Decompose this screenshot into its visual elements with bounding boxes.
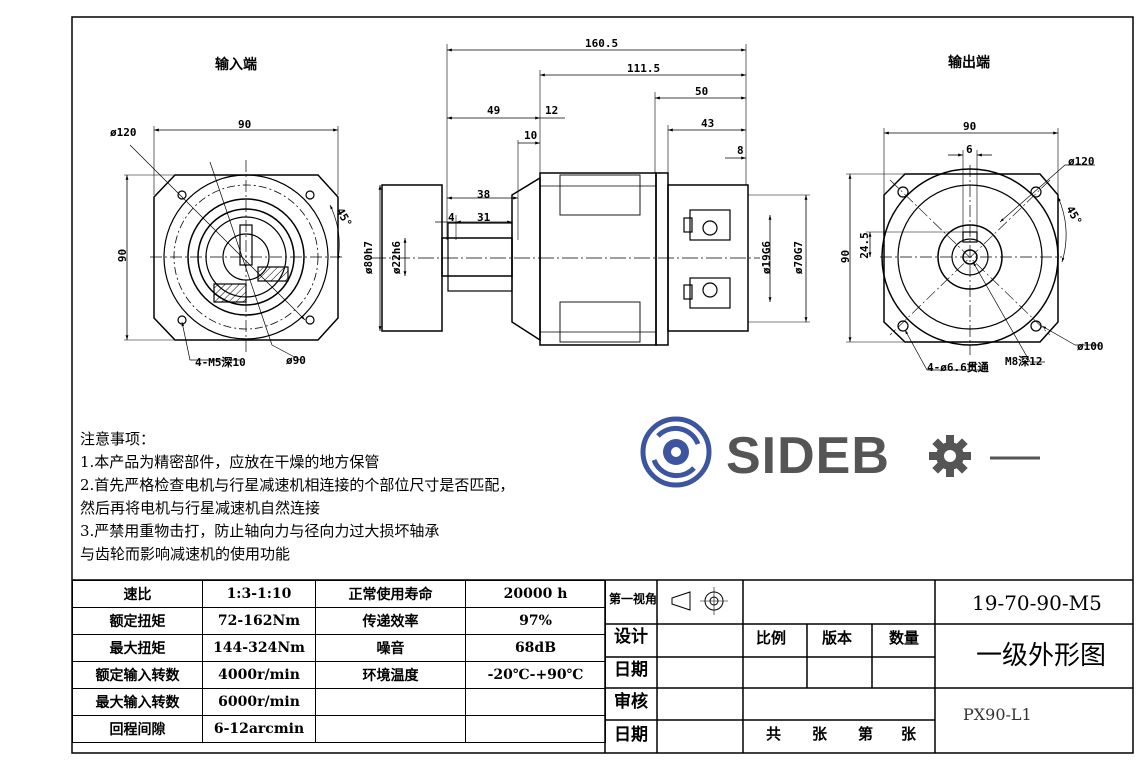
output-dim-6: 6	[966, 143, 973, 156]
output-dim-holes: 4-ø6.6贯通	[927, 361, 989, 374]
side-dim-43: 43	[701, 117, 715, 130]
tb-version-label: 版本	[822, 629, 853, 647]
spec-cell-v1: 72-162Nm	[202, 607, 316, 635]
tb-total-label: 共	[766, 725, 782, 743]
note-3b: 与齿轮而影响减速机的使用功能	[80, 545, 291, 563]
notes-title: 注意事项：	[80, 430, 156, 448]
input-view-title: 输入端	[215, 57, 257, 73]
spec-cell-v1: 6-12arcmin	[202, 715, 316, 743]
logo-text: SIDEB	[726, 427, 890, 485]
spec-cell-k1: 回程间隙	[72, 715, 203, 743]
spec-cell-k2: 噪音	[315, 634, 466, 662]
note-2b: 然后再将电机与行星减速机自然连接	[80, 499, 321, 517]
output-dim-width: 90	[963, 120, 977, 133]
spec-cell-v2: 97%	[465, 607, 606, 635]
output-view-title: 输出端	[948, 55, 990, 71]
logo-gear-icon	[929, 435, 971, 477]
spec-cell-v1: 144-324Nm	[202, 634, 316, 662]
side-dim-49: 49	[487, 104, 501, 117]
output-dim-thread: M8深12	[1005, 355, 1043, 368]
spec-cell-v2	[465, 715, 606, 743]
note-3a: 3.严禁用重物击打，防止轴向力与径向力过大损坏轴承	[80, 522, 440, 540]
input-dim-holes: 4-M5深10	[195, 356, 246, 369]
tb-scale-label: 比例	[756, 629, 787, 647]
spec-cell-v1: 6000r/min	[202, 688, 316, 716]
spec-cell-v2: 20000 h	[465, 580, 606, 608]
side-dim-80h7: ø80h7	[362, 240, 376, 275]
tb-drawing-name: 一级外形图	[976, 641, 1107, 671]
tb-date1-label: 日期	[614, 660, 648, 680]
tb-part-number: PX90-L1	[963, 705, 1032, 724]
drawing-border	[71, 16, 1134, 754]
input-dim-height: 90	[116, 248, 130, 263]
side-dim-12: 12	[545, 104, 559, 117]
tb-date2-label: 日期	[614, 725, 648, 745]
tb-view-label: 第一视角	[609, 592, 658, 606]
output-dim-d120: ø120	[1068, 155, 1095, 168]
side-dim-4: 4	[448, 211, 455, 224]
output-dim-height: 90	[839, 249, 853, 264]
output-view	[846, 128, 1100, 371]
spec-cell-v2: 68dB	[465, 634, 606, 662]
spec-cell-v2	[465, 688, 606, 716]
side-dim-10: 10	[524, 129, 538, 142]
spec-cell-k2	[315, 715, 466, 743]
input-dim-d120: ø120	[110, 126, 137, 139]
logo-mark-icon	[640, 416, 712, 488]
input-dim-d90: ø90	[286, 354, 306, 367]
side-dim-50: 50	[695, 85, 709, 98]
side-dim-70g7: ø70G7	[792, 240, 806, 275]
tb-qty-label: 数量	[889, 629, 920, 647]
tb-design-label: 设计	[614, 627, 648, 647]
spec-cell-k1: 最大输入转数	[72, 688, 203, 716]
input-view	[124, 126, 342, 361]
spec-cell-k1: 额定扭矩	[72, 607, 203, 635]
note-1: 1.本产品为精密部件，应放在干燥的地方保管	[80, 453, 380, 471]
side-dim-31: 31	[477, 211, 491, 224]
output-dim-24-5: 24.5	[857, 232, 871, 259]
spec-cell-k2: 传递效率	[315, 607, 466, 635]
input-flange	[153, 174, 339, 341]
tb-sheet2-label: 张	[901, 725, 917, 743]
spec-cell-k1: 速比	[72, 580, 203, 608]
spec-cell-k2	[315, 688, 466, 716]
spec-cell-v1: 1:3-1:10	[202, 580, 316, 608]
tb-sheet1-label: 张	[812, 725, 828, 743]
side-dim-160-5: 160.5	[585, 37, 619, 50]
sidebo-logo: SIDEB	[640, 416, 1070, 488]
side-dim-19g6: ø19G6	[760, 240, 774, 275]
output-dim-d100: ø100	[1077, 340, 1104, 353]
spec-cell-k1: 最大扭矩	[72, 634, 203, 662]
spec-cell-k2: 环境温度	[315, 661, 466, 689]
tb-model-number: 19-70-90-M5	[972, 591, 1102, 615]
side-dim-8: 8	[737, 144, 744, 157]
tb-review-label: 审核	[614, 692, 648, 712]
side-view	[370, 44, 810, 346]
notes-section: 注意事项： 1.本产品为精密部件，应放在干燥的地方保管 2.首先严格检查电机与行…	[80, 428, 514, 566]
input-dim-width: 90	[238, 118, 252, 131]
side-dim-38: 38	[477, 188, 491, 201]
side-dim-111-5: 111.5	[627, 62, 661, 75]
note-2a: 2.首先严格检查电机与行星减速机相连接的个部位尺寸是否匹配，	[80, 476, 515, 494]
spec-cell-v2: -20℃-+90℃	[465, 661, 606, 689]
spec-cell-v1: 4000r/min	[202, 661, 316, 689]
tb-page-label: 第	[858, 725, 874, 743]
side-dim-22h6: ø22h6	[390, 240, 404, 275]
spec-cell-k1: 额定输入转数	[72, 661, 203, 689]
spec-cell-k2: 正常使用寿命	[315, 580, 466, 608]
